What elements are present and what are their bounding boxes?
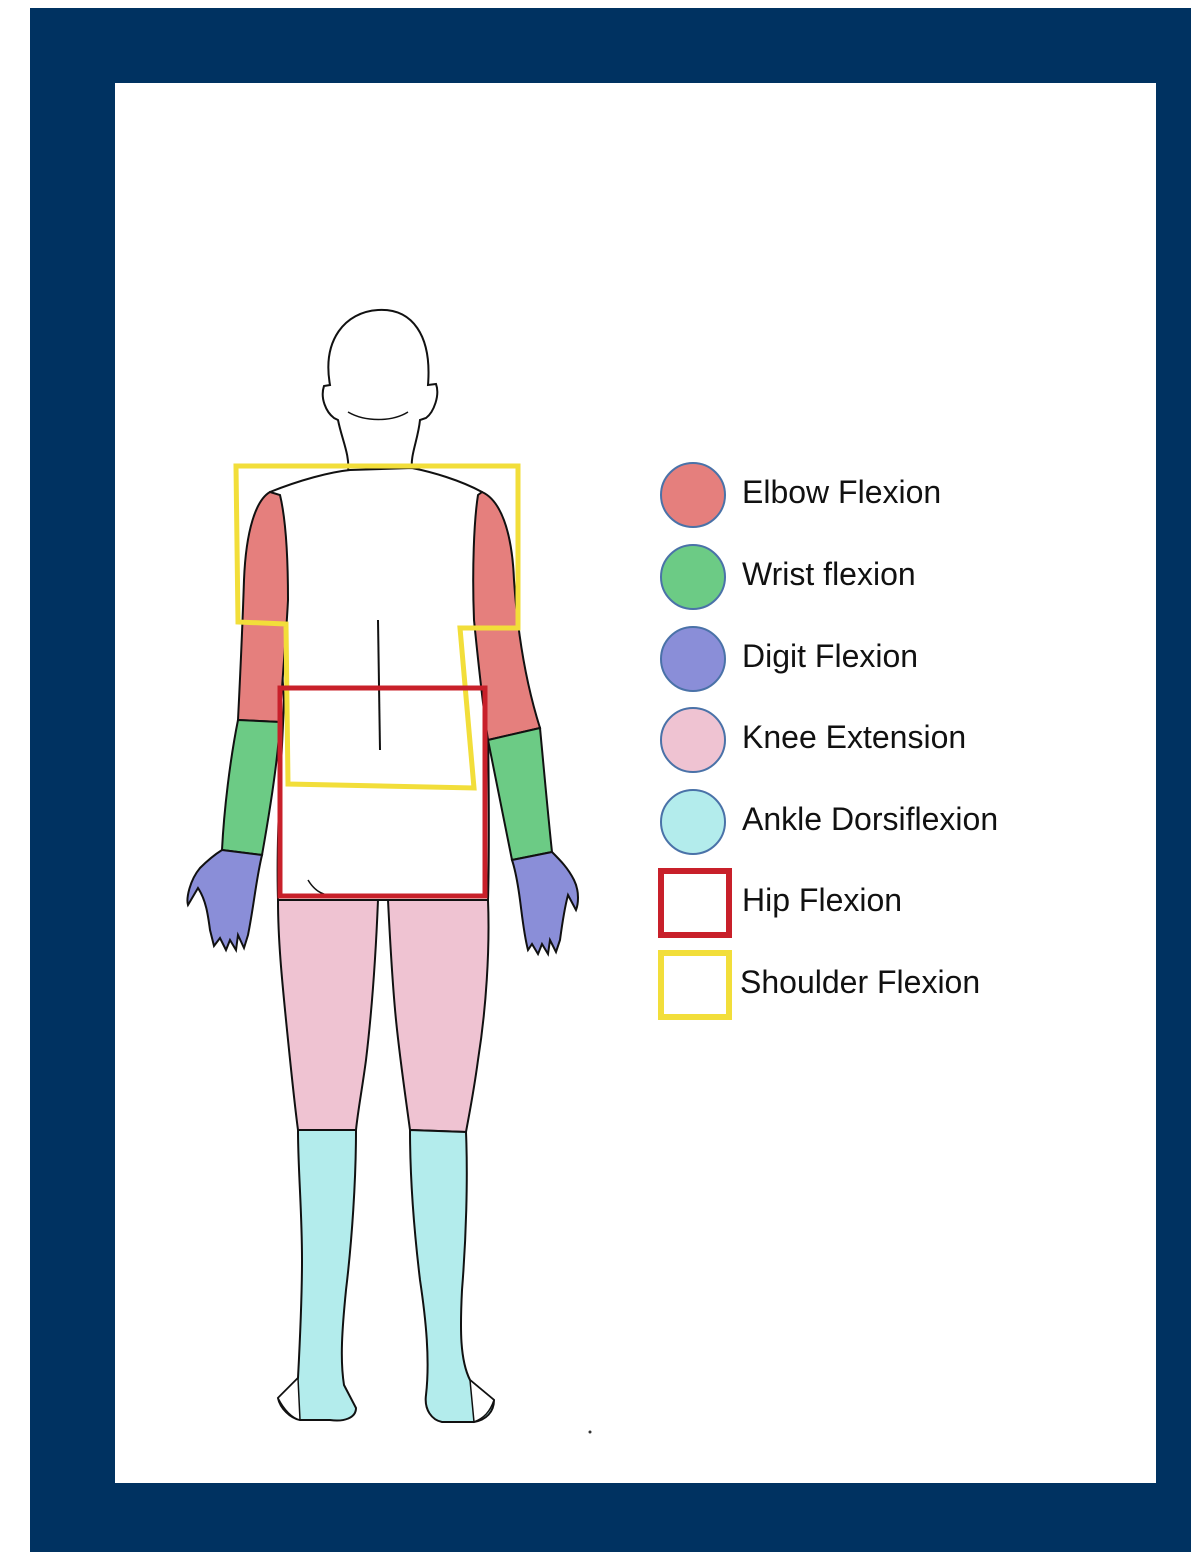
knee-extension-swatch: [660, 707, 726, 773]
left-calf-ankle-dorsiflexion: [278, 1130, 356, 1421]
right-hand-digit-flexion: [512, 852, 578, 954]
legend-item-knee-extension: Knee Extension: [656, 705, 1076, 775]
digit-flexion-swatch: [660, 626, 726, 692]
legend-label: Knee Extension: [742, 719, 966, 755]
legend-label: Digit Flexion: [742, 638, 918, 674]
head: [323, 310, 438, 472]
right-calf-ankle-dorsiflexion: [410, 1130, 494, 1422]
shoulder-flexion-swatch: [658, 950, 732, 1020]
ankle-dorsiflexion-swatch: [660, 789, 726, 855]
legend-item-digit-flexion: Digit Flexion: [656, 624, 1076, 694]
elbow-flexion-swatch: [660, 462, 726, 528]
legend-label: Shoulder Flexion: [740, 964, 980, 1000]
wrist-flexion-swatch: [660, 544, 726, 610]
legend-label: Ankle Dorsiflexion: [742, 801, 998, 837]
legend-item-elbow-flexion: Elbow Flexion: [656, 460, 1076, 530]
legend-item-wrist-flexion: Wrist flexion: [656, 542, 1076, 612]
legend-item-ankle-dorsiflexion: Ankle Dorsiflexion: [656, 787, 1076, 857]
legend-label: Hip Flexion: [742, 882, 902, 918]
right-forearm-wrist-flexion: [488, 728, 552, 860]
hip-flexion-swatch: [658, 868, 732, 938]
legend-item-hip-flexion: Hip Flexion: [656, 868, 1076, 938]
legend-item-shoulder-flexion: Shoulder Flexion: [656, 950, 1076, 1020]
left-thigh-knee-extension: [278, 900, 378, 1130]
left-forearm-wrist-flexion: [222, 720, 280, 855]
left-hand-digit-flexion: [188, 850, 263, 950]
legend-label: Elbow Flexion: [742, 474, 941, 510]
legend-label: Wrist flexion: [742, 556, 916, 592]
right-thigh-knee-extension: [388, 900, 489, 1132]
